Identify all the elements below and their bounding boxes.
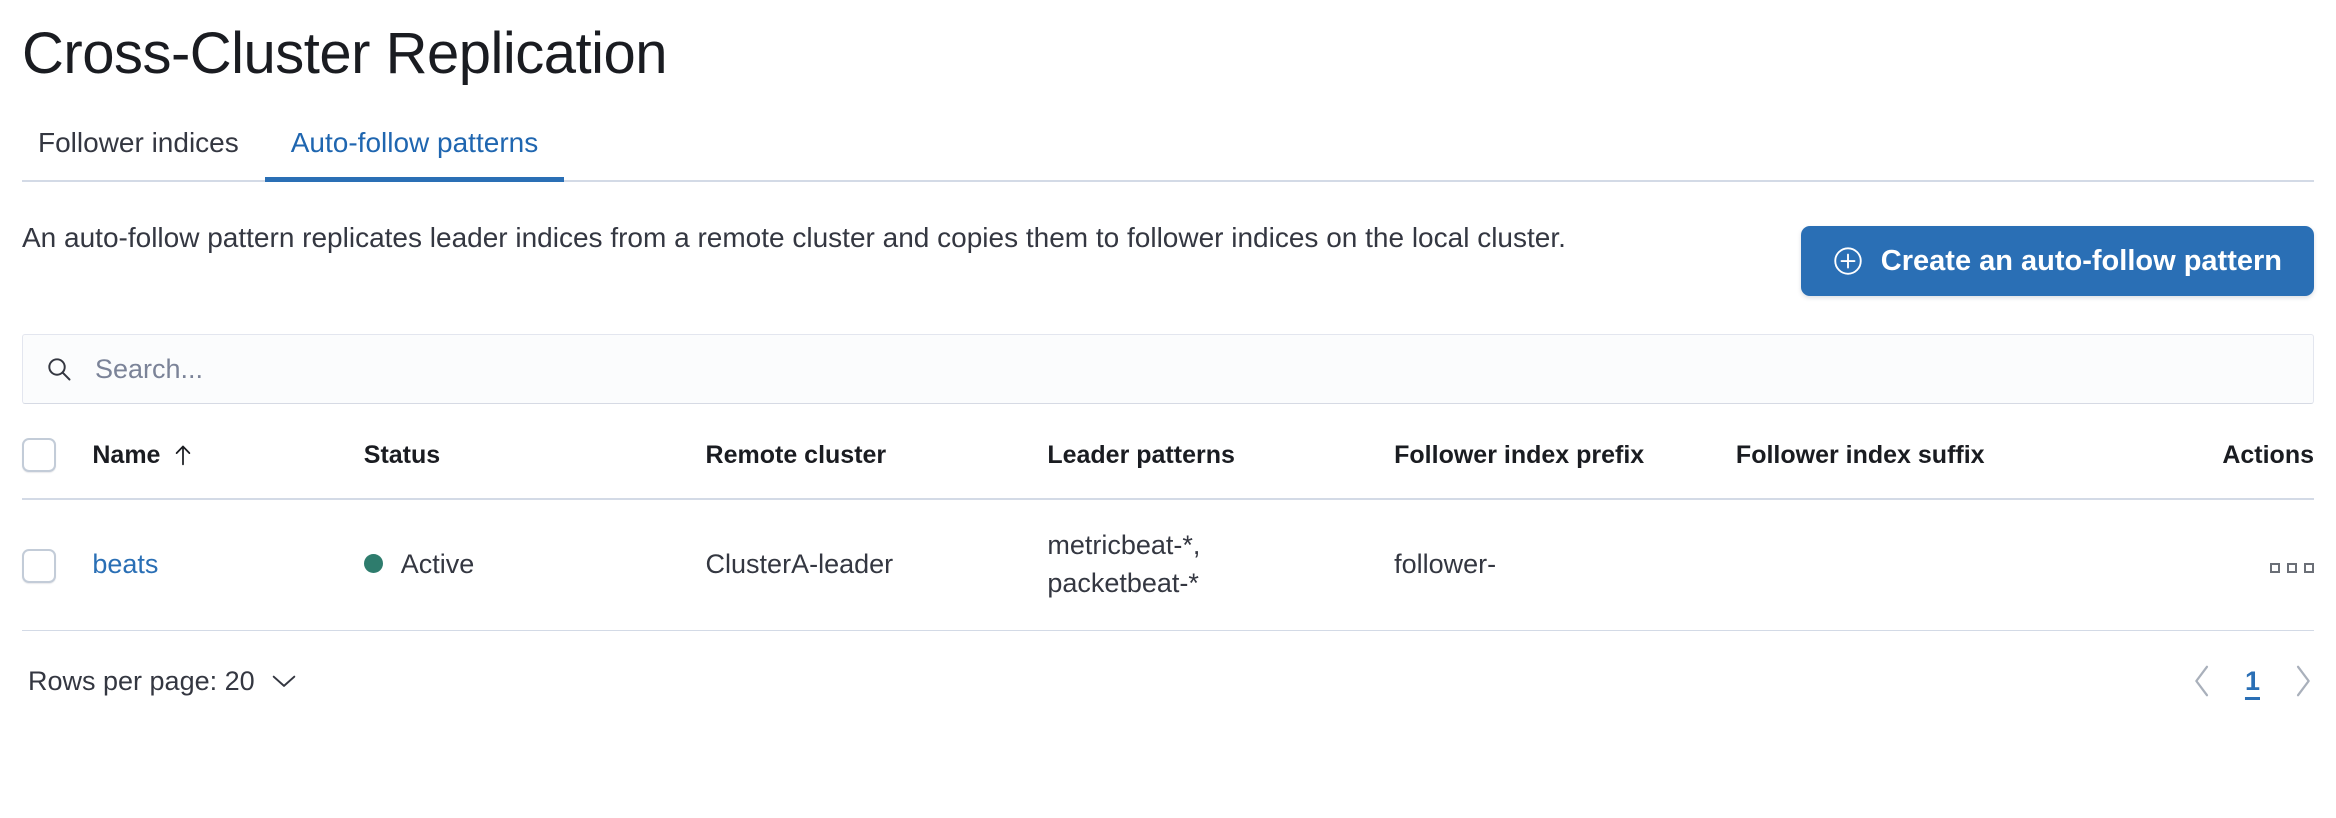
cell-follower-index-prefix: follower-	[1394, 549, 1497, 579]
column-header-follower-index-prefix[interactable]: Follower index prefix	[1394, 441, 1645, 469]
search-icon	[45, 355, 73, 383]
cell-remote-cluster: ClusterA-leader	[705, 549, 894, 579]
table-header-row: Name Status Remote cluster Leader patter…	[22, 438, 2314, 499]
tab-bar: Follower indices Auto-follow patterns	[22, 120, 2314, 182]
table-head: Name Status Remote cluster Leader patter…	[22, 438, 2314, 499]
tab-follower-indices[interactable]: Follower indices	[22, 126, 265, 180]
create-auto-follow-pattern-button[interactable]: Create an auto-follow pattern	[1800, 226, 2314, 296]
ellipsis-dot	[2287, 563, 2297, 573]
search-input[interactable]	[93, 352, 2291, 386]
status-dot-icon	[363, 554, 383, 574]
status-badge: Active	[363, 545, 475, 583]
chevron-right-icon[interactable]	[2292, 664, 2314, 698]
name-sort-control[interactable]: Name	[92, 440, 194, 470]
status-label: Active	[400, 548, 475, 579]
pagination-page-1[interactable]: 1	[2239, 665, 2266, 697]
plus-in-circle-icon	[1833, 246, 1863, 276]
rows-per-page-label: Rows per page: 20	[28, 666, 255, 696]
page-root: Cross-Cluster Replication Follower indic…	[0, 18, 2336, 818]
column-header-name[interactable]: Name	[92, 438, 363, 499]
select-all-header	[22, 438, 92, 499]
search-bar[interactable]	[22, 334, 2314, 404]
column-header-name-label: Name	[92, 441, 161, 469]
column-header-remote-cluster[interactable]: Remote cluster	[705, 441, 887, 469]
table-footer: Rows per page: 20 1	[22, 661, 2314, 701]
cell-leader-patterns: metricbeat-*, packetbeat-*	[1047, 530, 1201, 598]
intro-section: An auto-follow pattern replicates leader…	[22, 216, 2314, 308]
rows-per-page-selector[interactable]: Rows per page: 20	[22, 661, 303, 701]
row-checkbox[interactable]	[22, 548, 56, 583]
select-all-checkbox[interactable]	[22, 438, 56, 472]
auto-follow-pattern-link[interactable]: beats	[92, 549, 159, 579]
column-header-actions: Actions	[2222, 441, 2314, 469]
cell-name: beats	[92, 499, 363, 631]
column-header-leader-patterns[interactable]: Leader patterns	[1047, 441, 1235, 469]
chevron-down-icon	[271, 673, 297, 689]
table-row: beats Active ClusterA-leader metricbeat-…	[22, 499, 2314, 631]
tab-auto-follow-patterns[interactable]: Auto-follow patterns	[264, 126, 565, 182]
arrow-up-icon	[172, 443, 194, 467]
ellipsis-dot	[2270, 563, 2280, 573]
column-header-follower-index-suffix[interactable]: Follower index suffix	[1735, 441, 1985, 469]
table-body: beats Active ClusterA-leader metricbeat-…	[22, 499, 2314, 631]
pagination: 1	[2191, 664, 2314, 698]
page-title: Cross-Cluster Replication	[22, 21, 668, 86]
auto-follow-patterns-table: Name Status Remote cluster Leader patter…	[22, 438, 2314, 631]
ellipsis-horizontal-icon[interactable]	[2264, 557, 2314, 579]
intro-description: An auto-follow pattern replicates leader…	[22, 222, 1566, 253]
row-select-cell	[22, 499, 92, 631]
chevron-left-icon[interactable]	[2191, 664, 2213, 698]
column-header-status[interactable]: Status	[363, 441, 441, 469]
cell-actions	[2133, 499, 2314, 631]
create-auto-follow-pattern-label: Create an auto-follow pattern	[1880, 245, 2282, 277]
cell-status: Active	[363, 499, 706, 631]
ellipsis-dot	[2304, 563, 2314, 573]
cell-follower-index-suffix	[1736, 499, 2133, 631]
